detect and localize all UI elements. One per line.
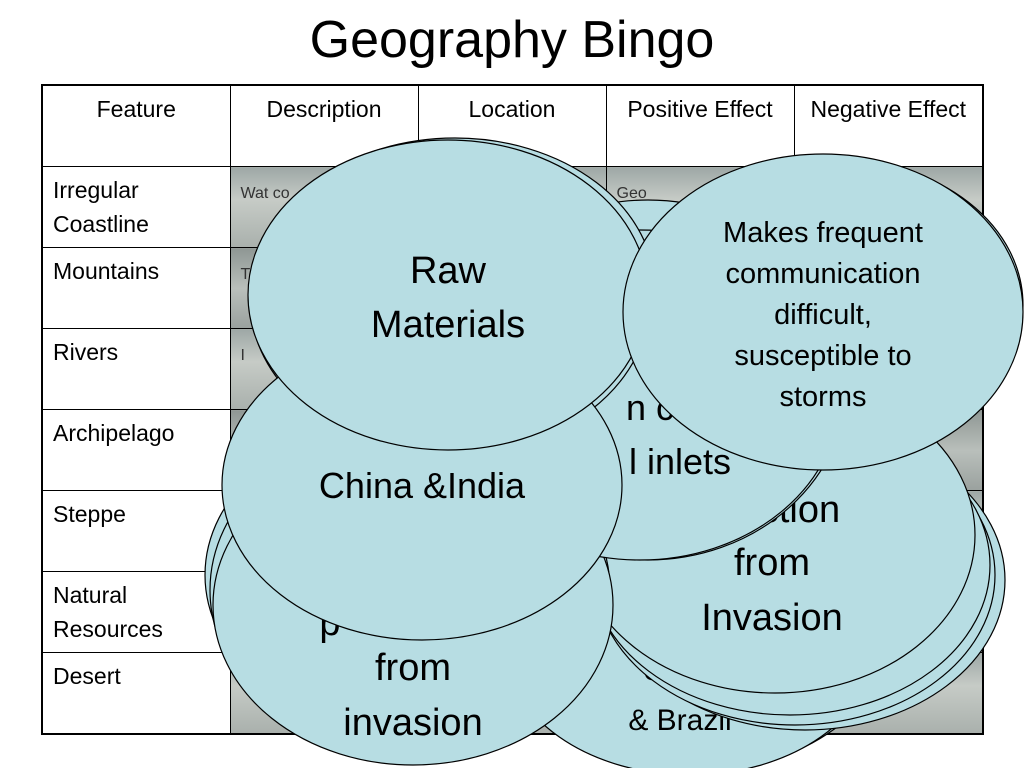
peek-text: T — [240, 266, 251, 283]
header-negative-effect: Negative Effect — [793, 84, 984, 167]
location-cell — [417, 328, 607, 410]
positive-effect-cell — [605, 652, 795, 735]
table-row: Irregular Coastline Wat co Geo — [41, 166, 984, 248]
description-cell: I — [229, 328, 419, 410]
table-row: Archipelago — [41, 409, 984, 491]
table-row: Steppe — [41, 490, 984, 572]
feature-cell: Steppe — [41, 490, 231, 572]
peek-text: I — [240, 347, 245, 364]
positive-effect-cell — [605, 490, 795, 572]
table-row: Natural Resources — [41, 571, 984, 653]
negative-effect-cell — [793, 166, 984, 248]
negative-effect-cell — [793, 571, 984, 653]
location-cell — [417, 409, 607, 491]
positive-effect-cell — [605, 409, 795, 491]
description-cell — [229, 571, 419, 653]
bingo-table: Feature Description Location Positive Ef… — [41, 84, 984, 735]
feature-cell: Natural Resources — [41, 571, 231, 653]
header-row: Feature Description Location Positive Ef… — [41, 84, 984, 167]
table-row: Mountains T — [41, 247, 984, 329]
positive-effect-cell — [605, 571, 795, 653]
header-positive-effect: Positive Effect — [605, 84, 795, 167]
positive-effect-cell — [605, 247, 795, 329]
feature-cell: Mountains — [41, 247, 231, 329]
feature-cell: Desert — [41, 652, 231, 735]
table-row: Desert — [41, 652, 984, 735]
negative-effect-cell — [793, 490, 984, 572]
header-feature: Feature — [41, 84, 231, 167]
description-cell — [229, 652, 419, 735]
page-title: Geography Bingo — [309, 11, 715, 69]
positive-effect-cell — [605, 328, 795, 410]
location-cell — [417, 166, 607, 248]
peek-text: Geo — [616, 185, 647, 202]
location-cell — [417, 247, 607, 329]
location-cell — [417, 571, 607, 653]
negative-effect-cell — [793, 652, 984, 735]
negative-effect-cell — [793, 247, 984, 329]
description-cell — [229, 490, 419, 572]
location-cell — [417, 652, 607, 735]
feature-cell: Irregular Coastline — [41, 166, 231, 248]
negative-effect-cell — [793, 409, 984, 491]
positive-effect-cell: Geo — [605, 166, 795, 248]
header-description: Description — [229, 84, 419, 167]
description-cell: T — [229, 247, 419, 329]
location-cell — [417, 490, 607, 572]
peek-text: Wat co — [240, 185, 290, 202]
feature-cell: Rivers — [41, 328, 231, 410]
negative-effect-cell — [793, 328, 984, 410]
table-row: Rivers I — [41, 328, 984, 410]
feature-cell: Archipelago — [41, 409, 231, 491]
description-cell: Wat co — [229, 166, 419, 248]
header-location: Location — [417, 84, 607, 167]
description-cell — [229, 409, 419, 491]
